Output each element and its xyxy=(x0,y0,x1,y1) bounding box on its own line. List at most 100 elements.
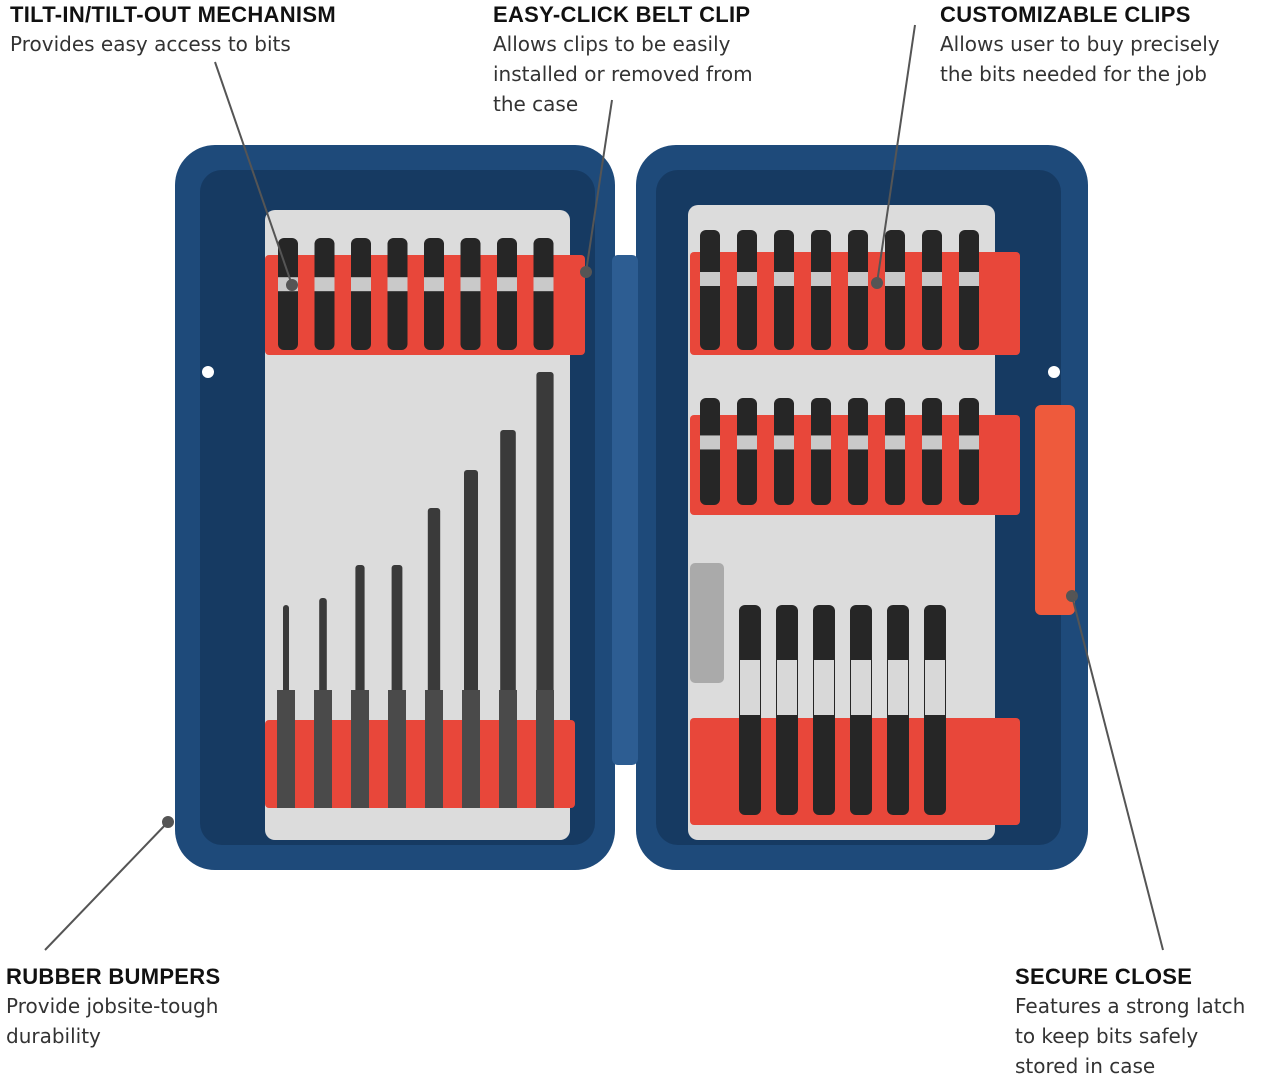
right-inner-panel xyxy=(688,205,995,840)
drill-bit-shank xyxy=(314,690,332,808)
screwdriver-bit xyxy=(737,230,757,350)
bit-band xyxy=(811,435,831,450)
bit-band xyxy=(737,272,757,286)
screwdriver-bit xyxy=(959,398,979,505)
screwdriver-bit xyxy=(737,398,757,505)
callout-text: Features a strong latch to keep bits saf… xyxy=(1015,994,1246,1078)
drill-bit xyxy=(319,598,327,700)
bit-band xyxy=(774,435,794,450)
callout-title: TILT-IN/TILT-OUT MECHANISM xyxy=(10,2,336,27)
bit-band xyxy=(811,272,831,286)
screwdriver-bit xyxy=(811,230,831,350)
bit-band xyxy=(533,277,554,292)
screwdriver-bit xyxy=(774,398,794,505)
drill-bit-shank xyxy=(536,690,554,808)
screwdriver-bit xyxy=(700,230,720,350)
leader-dot-tilt xyxy=(286,279,298,291)
screwdriver-bit xyxy=(497,238,517,350)
leader-line-secure-close xyxy=(1071,595,1164,951)
bit-band xyxy=(387,277,408,292)
leader-dot-custom-clips xyxy=(871,277,883,289)
screwdriver-bit xyxy=(700,398,720,505)
callout-rubber-bumpers: RUBBER BUMPERS Provide jobsite-tough dur… xyxy=(6,963,220,1051)
screwdriver-bit xyxy=(460,238,481,350)
secure-close-latch xyxy=(1035,405,1075,615)
bit-band xyxy=(700,272,720,286)
bit-band xyxy=(959,272,979,286)
screwdriver-bit xyxy=(351,238,371,350)
drill-bit xyxy=(391,565,403,700)
drill-bit xyxy=(464,470,478,700)
callout-title: CUSTOMIZABLE CLIPS xyxy=(940,2,1191,27)
screwdriver-bit xyxy=(848,230,868,350)
screwdriver-bit xyxy=(848,398,868,505)
screwdriver-bit xyxy=(885,230,905,350)
bit-band xyxy=(460,277,481,292)
bit-band xyxy=(314,277,335,292)
callout-belt-clip: EASY-CLICK BELT CLIP Allows clips to be … xyxy=(493,1,753,119)
bit-label-band xyxy=(740,660,760,715)
callout-text: Provides easy access to bits xyxy=(10,32,291,56)
bit-band xyxy=(497,277,517,292)
leader-dot-bumpers xyxy=(162,816,174,828)
bit-band xyxy=(351,277,371,292)
leader-line-bumpers xyxy=(44,821,169,951)
drill-bit-shank xyxy=(388,690,406,808)
screwdriver-bit xyxy=(774,230,794,350)
drill-bit-shank xyxy=(351,690,369,808)
bit-band xyxy=(959,435,979,450)
screwdriver-bit xyxy=(387,238,408,350)
drill-bit xyxy=(427,508,441,700)
bit-band xyxy=(922,272,942,286)
screwdriver-bit xyxy=(922,230,942,350)
screwdriver-bit xyxy=(278,238,298,350)
hanger-hole-right xyxy=(1048,366,1060,378)
bit-band xyxy=(424,277,444,292)
drill-bit-shank xyxy=(499,690,517,808)
screwdriver-bit xyxy=(885,398,905,505)
drill-bit-shank xyxy=(277,690,295,808)
bit-label-band xyxy=(851,660,871,715)
drill-bit-shank xyxy=(425,690,443,808)
left-inner-panel xyxy=(265,210,570,840)
drill-bit xyxy=(355,565,365,700)
screwdriver-bit xyxy=(811,398,831,505)
callout-customizable-clips: CUSTOMIZABLE CLIPS Allows user to buy pr… xyxy=(940,1,1220,89)
drill-bit-shank xyxy=(462,690,480,808)
callout-title: SECURE CLOSE xyxy=(1015,964,1193,989)
drill-bit xyxy=(536,372,554,700)
bit-band xyxy=(848,435,868,450)
hanger-hole-left xyxy=(202,366,214,378)
bit-band xyxy=(737,435,757,450)
bit-band xyxy=(922,435,942,450)
callout-title: RUBBER BUMPERS xyxy=(6,964,221,989)
screwdriver-bit xyxy=(314,238,335,350)
screwdriver-bit xyxy=(424,238,444,350)
bit-band xyxy=(700,435,720,450)
magnetic-bit-holder xyxy=(690,563,724,683)
hinge xyxy=(612,255,638,765)
bit-label-band xyxy=(925,660,945,715)
callout-text: Allows user to buy precisely the bits ne… xyxy=(940,32,1220,86)
callout-text: Allows clips to be easily installed or r… xyxy=(493,32,753,116)
bit-label-band xyxy=(814,660,834,715)
leader-dot-belt-clip xyxy=(580,266,592,278)
bit-band xyxy=(774,272,794,286)
bit-label-band xyxy=(777,660,797,715)
bit-band xyxy=(885,435,905,450)
drill-bit xyxy=(283,605,289,700)
leader-line-tilt xyxy=(214,61,293,286)
callout-tilt-mechanism: TILT-IN/TILT-OUT MECHANISM Provides easy… xyxy=(10,1,336,59)
callout-text: Provide jobsite-tough durability xyxy=(6,994,219,1048)
bit-label-band xyxy=(888,660,908,715)
bit-band xyxy=(848,272,868,286)
drill-bit xyxy=(500,430,516,700)
screwdriver-bit xyxy=(533,238,554,350)
bit-band xyxy=(885,272,905,286)
screwdriver-bit xyxy=(959,230,979,350)
leader-line-custom-clips xyxy=(876,24,916,284)
screwdriver-bit xyxy=(922,398,942,505)
bit-clip xyxy=(265,720,575,808)
leader-dot-secure-close xyxy=(1066,590,1078,602)
